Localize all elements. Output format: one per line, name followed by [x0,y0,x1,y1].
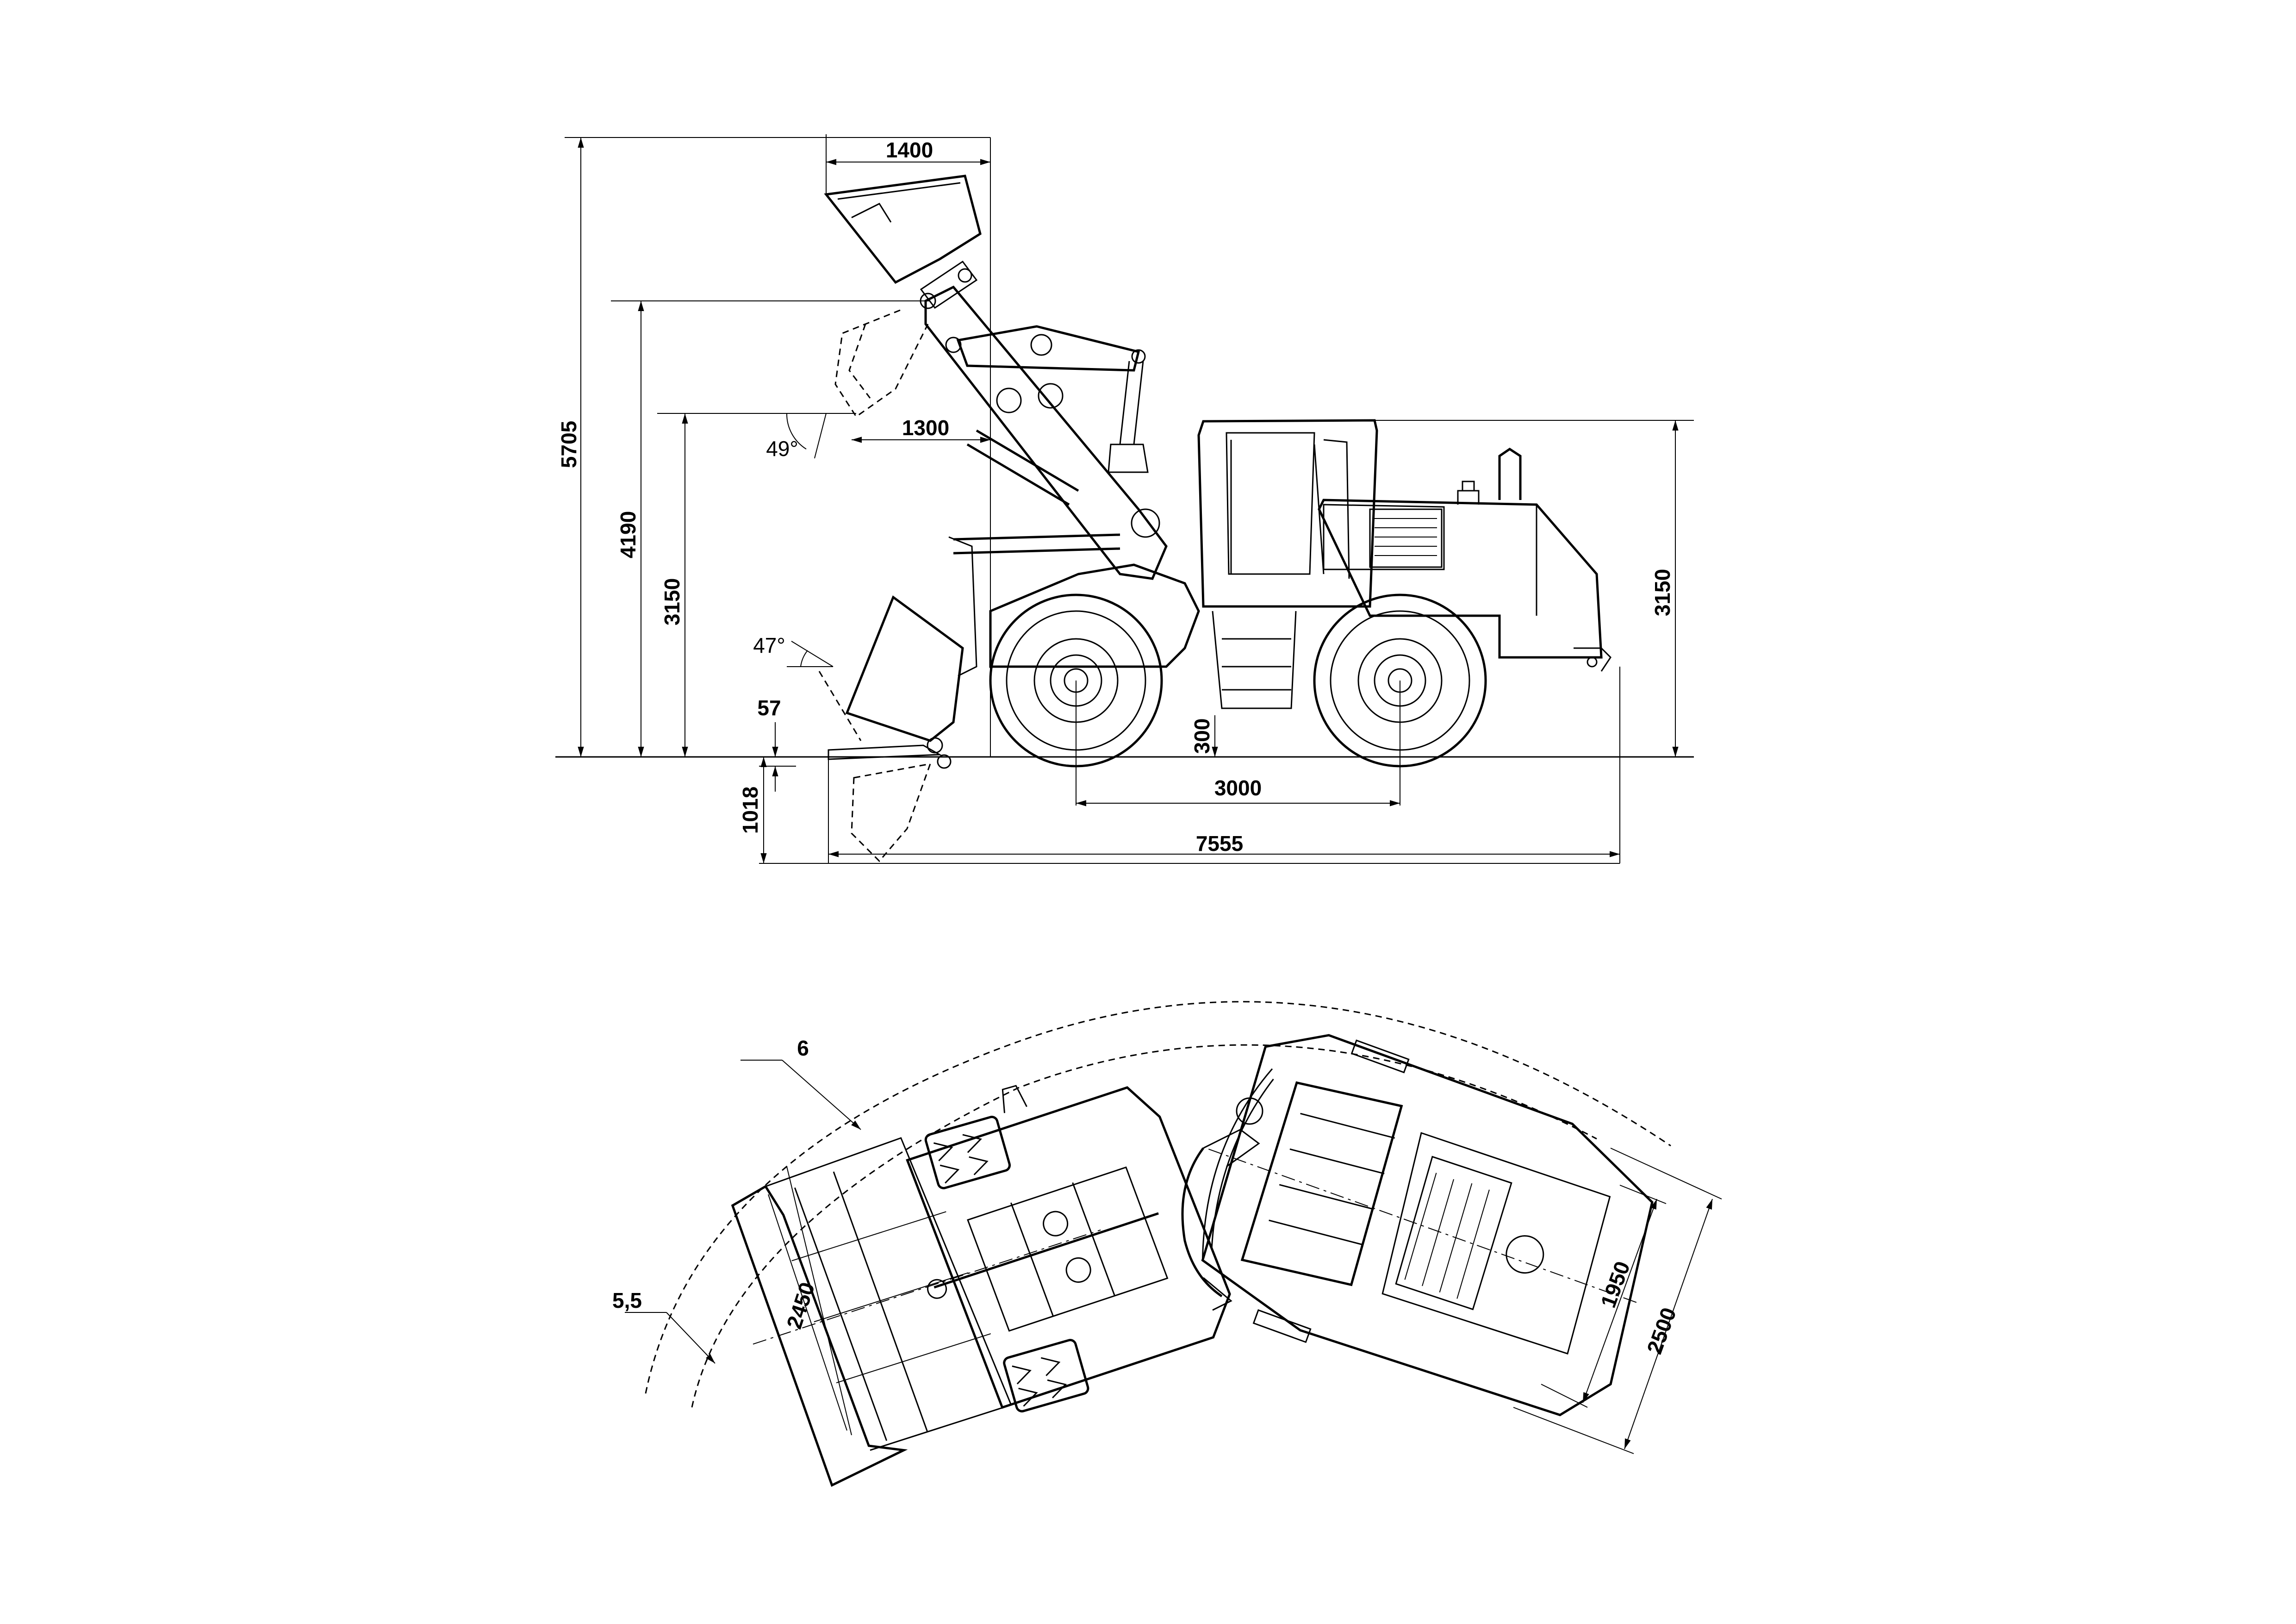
dim-dump-height: 3150 [660,578,684,625]
lowered-bucket [818,536,977,862]
loader-arm [924,285,1168,580]
dim-inner-turning-radius: 5,5 [612,1288,642,1312]
dim-cab-height: 3150 [1650,569,1674,616]
dim-overall-length: 7555 [1196,831,1243,856]
front-frame [989,563,1200,668]
dim-rollback-angle: 47° [753,633,785,657]
dim-digging-depth: 1018 [738,787,762,834]
dim-overall-width: 2500 [1642,1305,1681,1357]
dim-wheelbase: 3000 [1214,776,1262,800]
dim-outer-turning-radius: 6 [797,1036,809,1060]
rear-wheel [1313,593,1487,768]
cab [1197,419,1378,608]
top-view: 6 5,5 [612,1001,1722,1487]
dim-bucket-below-ground: 57 [757,696,781,720]
dump-bucket-ghost [834,309,929,418]
front-section [731,1085,1231,1487]
front-right-tire [1003,1339,1089,1412]
raised-bucket [824,175,982,309]
inner-turning-arc [691,1044,1597,1408]
front-wheel [989,593,1163,768]
dim-total-height-raised: 5705 [557,421,581,468]
dim-dump-reach: 1300 [902,416,949,440]
dim-dump-angle: 49° [766,437,798,461]
side-view: 5705 4190 3150 3150 1400 1300 49° 47° 57… [555,134,1694,864]
outer-turning-arc [645,1001,1671,1394]
access-ladder [1212,611,1297,709]
dim-hinge-pin-height: 4190 [616,511,640,558]
front-left-tire [924,1116,1011,1189]
articulation-joint [1181,1097,1263,1311]
engine-hood [1318,447,1612,672]
rear-section [1201,1034,1654,1417]
dim-bucket-top-reach: 1400 [886,138,933,162]
dim-ground-clearance: 300 [1190,718,1214,754]
